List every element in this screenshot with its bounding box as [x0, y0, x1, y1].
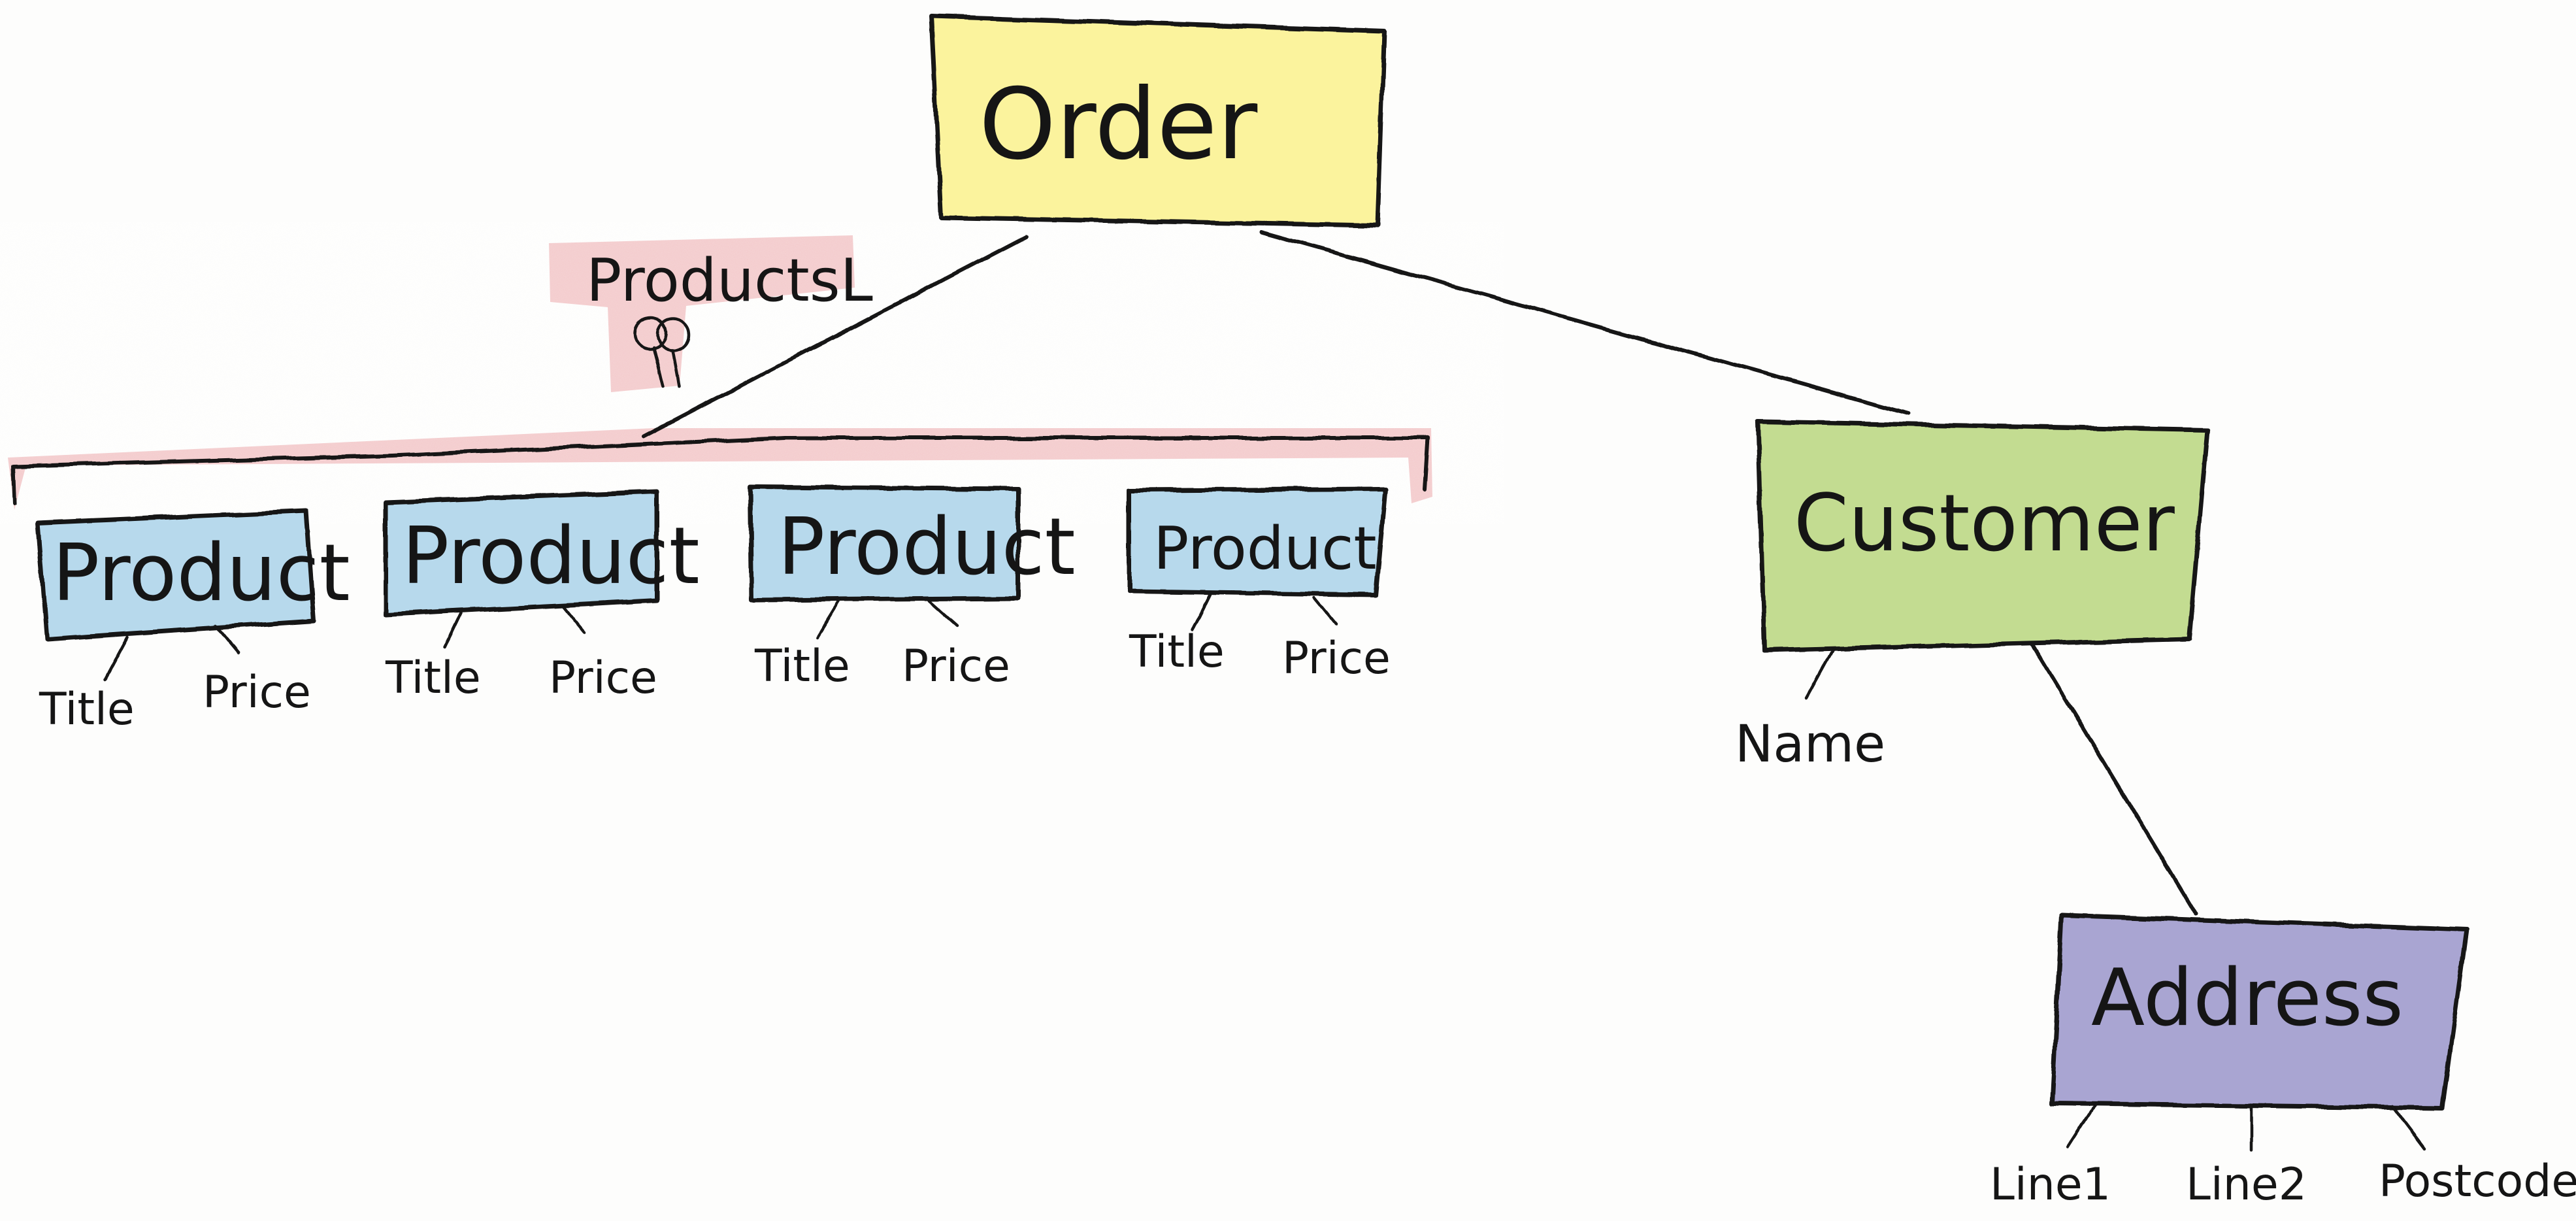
product-label: Product — [52, 528, 350, 619]
product-price-field: Price — [549, 652, 657, 704]
products-bracket — [11, 436, 1430, 505]
price-connector — [926, 598, 959, 628]
product-2[interactable] — [383, 489, 659, 649]
address-entity[interactable] — [2049, 912, 2469, 1152]
price-connector — [1313, 596, 1338, 626]
customer-name-field: Name — [1735, 715, 1885, 774]
address-line2-field: Line2 — [2186, 1159, 2307, 1211]
title-connector — [1191, 593, 1212, 633]
order-to-products-line — [642, 235, 1028, 439]
customer-entity[interactable] — [1755, 419, 2210, 700]
product-3[interactable] — [748, 484, 1021, 639]
product-title-field: Title — [39, 684, 135, 735]
products-list-highlight — [8, 235, 1432, 510]
product-label: Product — [778, 502, 1076, 593]
product-box — [748, 484, 1021, 603]
key-icon — [633, 316, 691, 388]
customer-label: Customer — [1794, 478, 2175, 569]
address-label: Address — [2091, 953, 2403, 1044]
postcode-connector — [2390, 1104, 2426, 1151]
products-label-highlight — [549, 235, 855, 392]
line1-connector — [2066, 1101, 2098, 1149]
address-box — [2049, 912, 2469, 1111]
order-to-customer-line — [1259, 230, 1910, 416]
bracket-highlight — [8, 428, 1432, 510]
connectors — [11, 230, 2198, 916]
product-box — [35, 509, 316, 642]
product-price-field: Price — [1282, 633, 1391, 684]
address-postcode-field: Postcode — [2379, 1156, 2576, 1207]
product-box — [383, 489, 659, 617]
product-title-field: Title — [754, 641, 850, 692]
price-connector — [561, 605, 587, 635]
product-price-field: Price — [203, 667, 311, 718]
product-label: Product — [1153, 514, 1377, 583]
product-label: Product — [402, 511, 700, 602]
order-box — [929, 14, 1387, 228]
title-connector — [103, 635, 129, 682]
price-connector — [214, 624, 240, 656]
title-connector — [442, 611, 463, 649]
address-line1-field: Line1 — [1990, 1159, 2111, 1211]
order-entity[interactable] — [929, 14, 1387, 228]
customer-to-address-line — [2030, 642, 2198, 916]
product-4[interactable] — [1127, 486, 1388, 633]
product-title-field: Title — [385, 652, 481, 704]
product-box — [1127, 486, 1388, 597]
product-1[interactable] — [35, 509, 316, 682]
customer-box — [1755, 419, 2210, 653]
product-price-field: Price — [902, 641, 1010, 692]
name-connector — [1805, 648, 1835, 700]
title-connector — [815, 598, 842, 639]
order-label: Order — [979, 68, 1258, 182]
products-list-label: ProductsL — [586, 246, 873, 315]
product-title-field: Title — [1129, 626, 1225, 678]
